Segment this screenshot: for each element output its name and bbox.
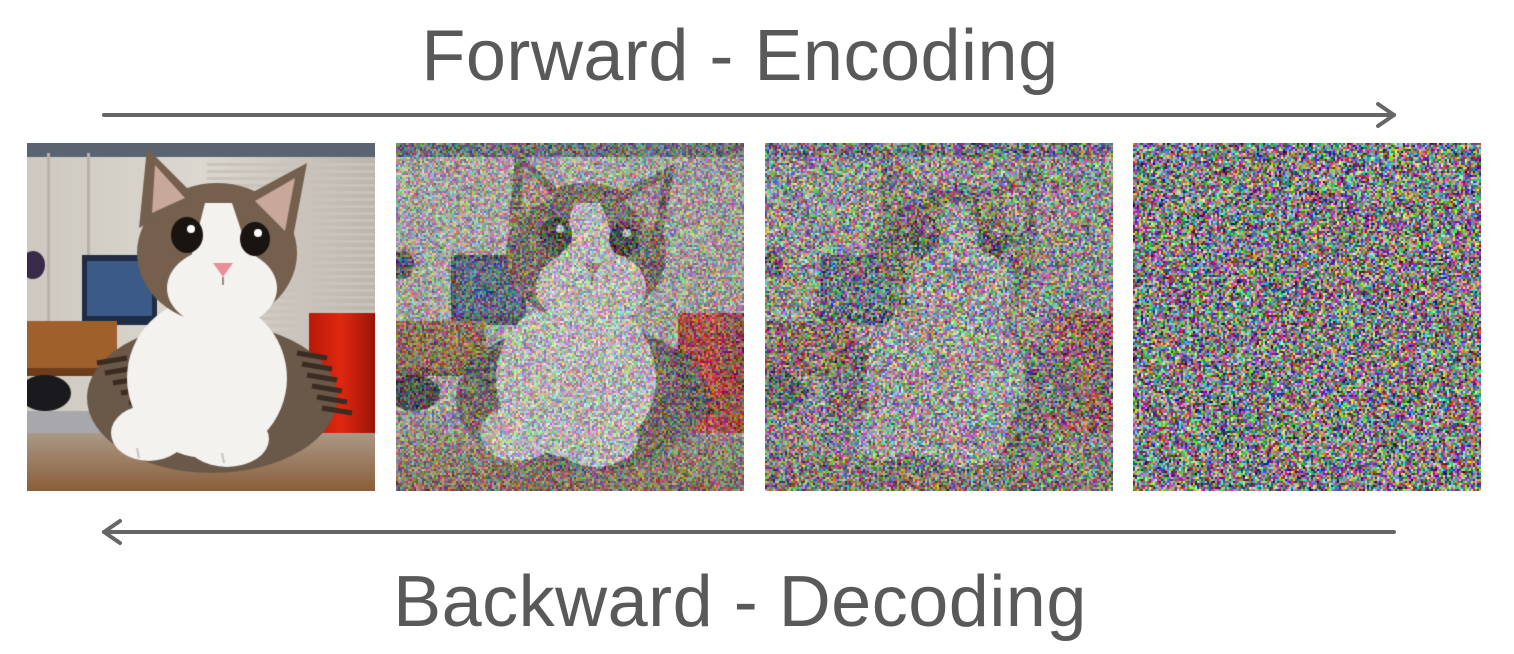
noisier-cat-panel [765,143,1113,491]
pure-noise-image [1133,143,1481,491]
noisy-cat-image [396,143,744,491]
forward-encoding-label: Forward - Encoding [421,16,1059,96]
backward-arrow [102,519,1396,545]
noisier-cat-image [765,143,1113,491]
forward-arrow [102,102,1396,128]
backward-decoding-label: Backward - Decoding [393,562,1087,642]
cat-photo-image [27,143,375,491]
pure-noise-panel [1133,143,1481,491]
cat-photo-panel [27,143,375,491]
noisy-cat-panel [396,143,744,491]
